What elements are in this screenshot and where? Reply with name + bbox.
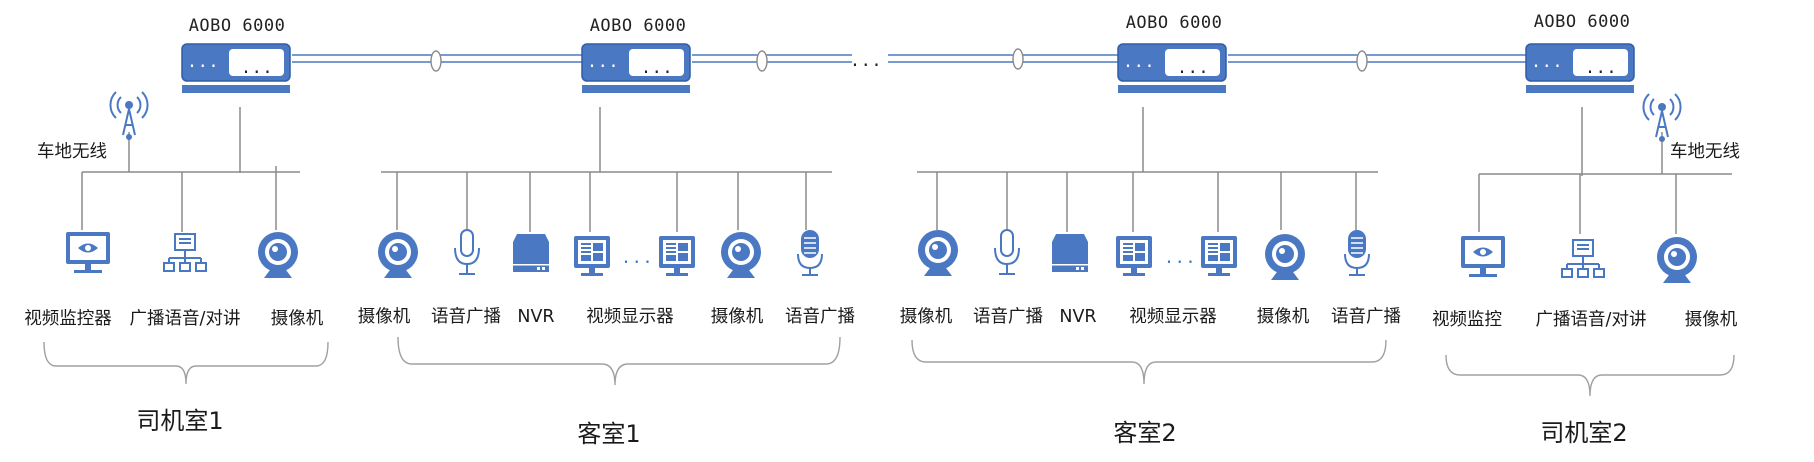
device-label: 语音广播	[431, 307, 501, 327]
camera-icon	[918, 230, 958, 276]
device-label: 视频显示器	[586, 307, 674, 327]
switch-2: AOBO 6000 ... ...	[581, 16, 691, 94]
switch-label: AOBO 6000	[1534, 12, 1631, 32]
switch-port-dots: ...	[241, 58, 273, 78]
microphone-icon	[994, 229, 1020, 275]
group-car-2: ... 摄像机 语音广播 NVR 视频显示器 摄像机 语音广播 客室2	[900, 107, 1401, 447]
nvr-icon	[513, 234, 549, 272]
group-brace	[43, 341, 329, 385]
microphone-icon	[1344, 229, 1370, 276]
monitor-icon	[1461, 236, 1505, 277]
device-label: 语音广播	[1331, 307, 1401, 327]
display-icon	[659, 236, 695, 276]
device-label: 视频显示器	[1129, 307, 1217, 327]
switch-port-dots: ...	[1585, 58, 1617, 78]
display-gap-ellipsis: ...	[621, 248, 653, 268]
trunk-link: ...	[292, 48, 1526, 72]
group-car-1: ... 摄像机 语音广播 NVR 视频显示器 摄像机 语音广播 客室1	[358, 107, 855, 448]
cable-bundle-icon	[430, 50, 442, 72]
group-cab-1: 车地无线 视频监控器 广播语音/对讲 摄像机 司机室1	[24, 91, 329, 435]
device-label: 摄像机	[711, 307, 764, 327]
switch-label: AOBO 6000	[1126, 13, 1223, 33]
device-label: 广播语音/对讲	[130, 309, 241, 329]
wireless-label: 车地无线	[1670, 142, 1740, 162]
group-brace	[911, 339, 1387, 385]
group-title: 司机室1	[136, 407, 223, 435]
device-label: NVR	[1059, 307, 1096, 327]
device-label: 摄像机	[271, 309, 324, 329]
group-brace	[397, 336, 841, 386]
switch-label: AOBO 6000	[590, 16, 687, 36]
group-title: 客室2	[1113, 419, 1176, 447]
device-label: 广播语音/对讲	[1536, 310, 1647, 330]
switch-panel-dots: ...	[1123, 52, 1155, 72]
broadcast-intercom-icon	[1561, 239, 1605, 278]
device-label: 语音广播	[785, 307, 855, 327]
switch-panel-dots: ...	[587, 52, 619, 72]
group-title: 客室1	[577, 420, 640, 448]
cable-bundle-icon	[756, 50, 768, 72]
device-label: 摄像机	[900, 307, 953, 327]
device-label: 摄像机	[1257, 307, 1310, 327]
camera-icon	[378, 232, 418, 278]
camera-icon	[1265, 234, 1305, 280]
device-label: 语音广播	[973, 307, 1043, 327]
display-icon	[1201, 236, 1237, 276]
switch-panel-dots: ...	[1531, 52, 1563, 72]
switch-4: AOBO 6000 ... ...	[1525, 12, 1635, 94]
switch-label: AOBO 6000	[189, 16, 286, 36]
microphone-icon	[454, 229, 480, 275]
device-label: 视频监控	[1432, 310, 1502, 330]
broadcast-intercom-icon	[163, 233, 207, 272]
camera-icon	[1657, 237, 1697, 283]
camera-icon	[258, 232, 298, 278]
device-label: 摄像机	[1685, 310, 1738, 330]
group-brace	[1445, 354, 1735, 397]
wireless-label: 车地无线	[37, 142, 107, 162]
device-label: 视频监控器	[24, 309, 112, 329]
display-gap-ellipsis: ...	[1164, 248, 1196, 268]
switch-panel-dots: ...	[187, 52, 219, 72]
nvr-icon	[1052, 234, 1088, 272]
switch-port-dots: ...	[641, 58, 673, 78]
cable-bundle-icon	[1012, 48, 1024, 70]
camera-icon	[721, 232, 761, 278]
display-icon	[574, 236, 610, 276]
device-label: NVR	[517, 307, 554, 327]
cable-bundle-icon	[1356, 50, 1368, 72]
group-title: 司机室2	[1540, 419, 1627, 447]
switch-port-dots: ...	[1177, 58, 1209, 78]
switch-1: AOBO 6000 ... ...	[181, 16, 291, 94]
monitor-icon	[66, 232, 110, 273]
microphone-icon	[797, 229, 823, 276]
switch-3: AOBO 6000 ... ...	[1117, 13, 1227, 94]
display-icon	[1116, 236, 1152, 276]
group-cab-2: 车地无线 视频监控 广播语音/对讲 摄像机 司机室2	[1432, 93, 1740, 447]
device-label: 摄像机	[358, 307, 411, 327]
trunk-continuation-ellipsis: ...	[850, 51, 882, 71]
